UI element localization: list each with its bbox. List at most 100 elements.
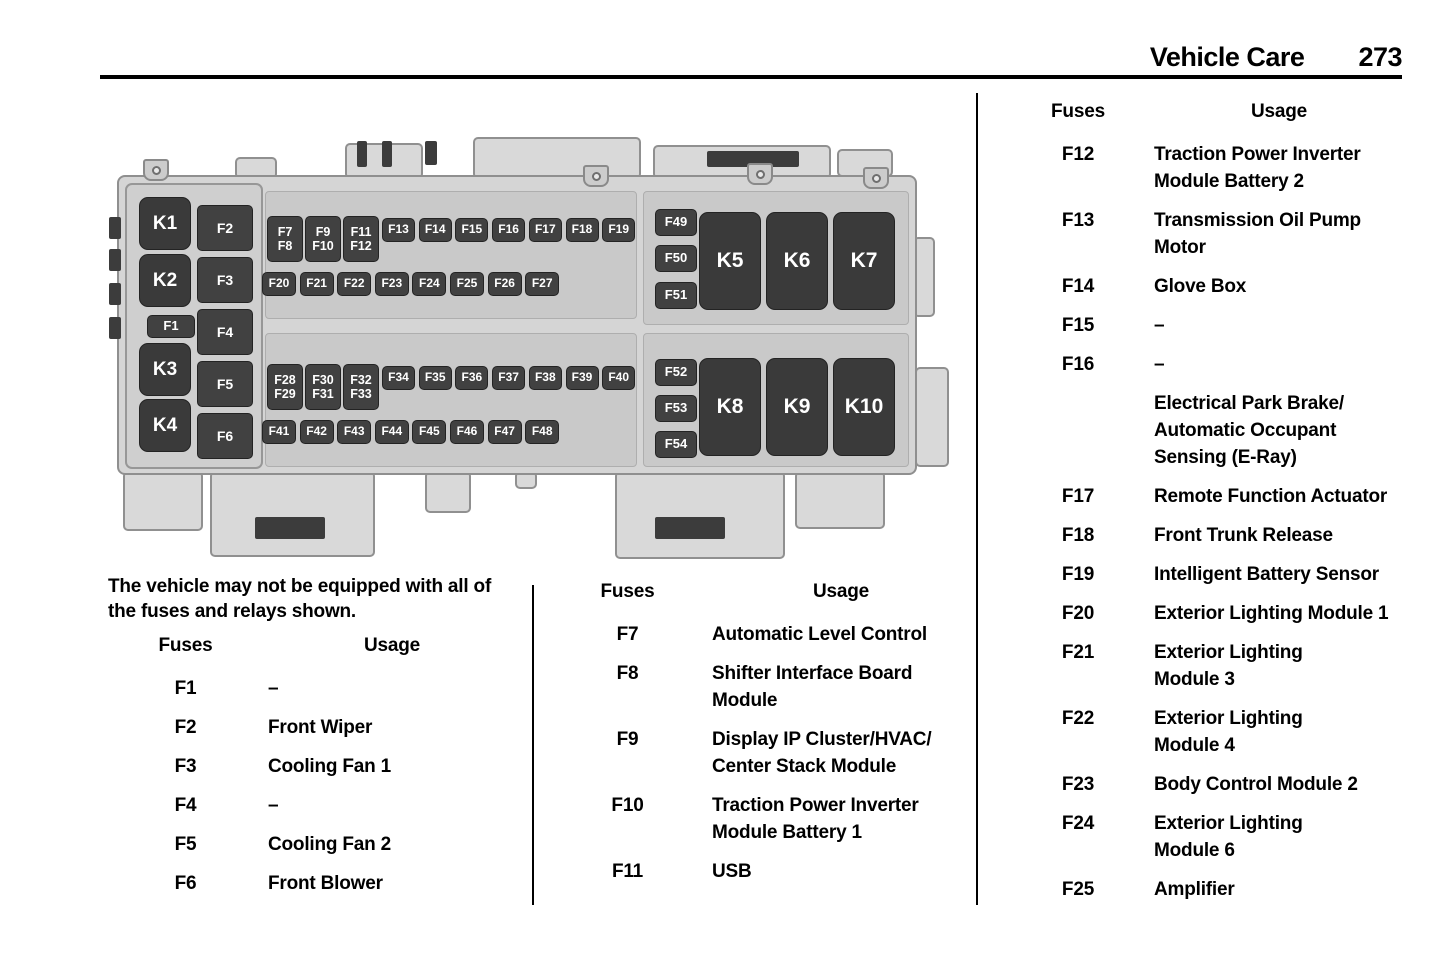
fuse-box: F2	[197, 205, 253, 251]
fuse-id-cell: F22	[1061, 708, 1095, 729]
relay-box: K10	[833, 358, 895, 456]
fuse-box: F43	[337, 420, 372, 444]
fuse-label: F47	[494, 424, 515, 439]
fuse-label: F50	[664, 250, 688, 266]
connector-pin	[357, 141, 367, 167]
relay-box: K5	[699, 212, 761, 310]
fuse-box: F13	[382, 218, 415, 242]
fuse-label: F27	[531, 276, 553, 291]
fuse-label: F13	[388, 222, 409, 237]
fuse-usage-cell: Cooling Fan 2	[268, 834, 392, 855]
relay-box: K3	[139, 343, 191, 396]
fuse-label: F28	[274, 372, 296, 387]
fuse-box: F1	[147, 315, 195, 338]
fuse-box: F24	[412, 272, 447, 296]
equipment-note: The vehicle may not be equipped with all…	[108, 576, 492, 622]
edge-bump	[109, 217, 121, 239]
fuse-id-cell: F11	[611, 861, 644, 882]
relay-box: K8	[699, 358, 761, 456]
edge-bump	[109, 317, 121, 339]
fuse-box: F42	[299, 420, 334, 444]
fuse-usage-cell: Display IP Cluster/HVAC/ Center Stack Mo…	[712, 729, 932, 777]
fuse-label: K9	[783, 394, 811, 418]
fuse-id-cell: F25	[1061, 879, 1095, 900]
fuse-box: F51	[655, 282, 697, 309]
fuse-box: F22	[337, 272, 372, 296]
table-header-row: Fuses Usage	[545, 578, 973, 605]
fuse-box: F18	[565, 218, 599, 242]
fuse-box: F34	[382, 366, 415, 390]
fuse-label: F52	[664, 364, 688, 380]
fuse-usage-cell: Exterior Lighting Module 1	[1154, 603, 1389, 624]
fuse-label: F23	[381, 276, 403, 291]
housing-tab	[425, 471, 471, 513]
fuse-label: F41	[268, 424, 290, 439]
fuse-id-cell: F13	[1061, 210, 1095, 231]
fuse-box: F15	[455, 218, 489, 242]
fuse-table-row: Electrical Park Brake/ Automatic Occupan…	[1032, 390, 1432, 471]
fuse-label: F53	[664, 400, 688, 416]
fuse-box: F36	[455, 366, 489, 390]
fuse-label: F10	[312, 239, 334, 253]
fuse-table-row: F15–	[1032, 312, 1432, 339]
fuse-box: F47	[487, 420, 522, 444]
fuse-usage-cell: Glove Box	[1154, 276, 1247, 297]
mount-hole	[755, 169, 765, 179]
fuse-label: F51	[664, 287, 688, 303]
fuse-label: K5	[716, 248, 744, 272]
fuse-label: F35	[424, 370, 446, 385]
fuse-label: K6	[783, 248, 811, 272]
relay-box: K9	[766, 358, 828, 456]
fuse-label: F14	[424, 222, 446, 237]
fuse-label: F12	[350, 239, 372, 253]
fuse-box: F20	[262, 272, 296, 296]
fuse-box: F50	[655, 245, 697, 272]
mount-tab	[583, 165, 609, 187]
fuse-box: F17	[528, 218, 562, 242]
connector-pin	[382, 141, 392, 167]
fuse-box: F52	[655, 359, 697, 386]
relay-box: K7	[833, 212, 895, 310]
fuse-id-cell: F20	[1061, 603, 1095, 624]
fuse-label: F25	[456, 276, 478, 291]
fuse-label: F8	[277, 239, 293, 253]
fuse-id-cell: F24	[1061, 813, 1095, 834]
mount-tab	[143, 159, 169, 181]
fuse-label: F24	[419, 276, 440, 291]
fuse-label: F7	[277, 224, 293, 239]
fuse-label: F45	[419, 424, 440, 439]
fuse-usage-cell: –	[268, 678, 279, 699]
fuse-id-cell: F8	[616, 663, 639, 684]
fuse-box: F40	[602, 366, 636, 390]
fuse-id-cell: F17	[1061, 486, 1095, 507]
section-title: Vehicle Care	[1149, 42, 1305, 72]
fuse-label: F46	[456, 424, 478, 439]
mount-tab	[863, 167, 889, 189]
fuse-box: F48	[525, 420, 560, 444]
fuse-table-row: F20 Exterior Lighting Module 1	[1032, 600, 1432, 627]
fuse-usage-cell: Exterior Lighting Module 3	[1154, 642, 1303, 690]
fuse-usage-cell: Transmission Oil Pump Motor	[1154, 210, 1361, 258]
fuse-label: F19	[608, 222, 630, 237]
fuse-label: F39	[571, 370, 593, 385]
fuse-label: F15	[461, 222, 483, 237]
fuse-box: F6	[197, 413, 253, 459]
relay-box: K4	[139, 399, 191, 452]
fuse-box: F14	[418, 218, 452, 242]
fuse-usage-cell: –	[1154, 354, 1165, 375]
fuse-box: F44	[374, 420, 409, 444]
fuse-label: F11	[350, 224, 372, 239]
